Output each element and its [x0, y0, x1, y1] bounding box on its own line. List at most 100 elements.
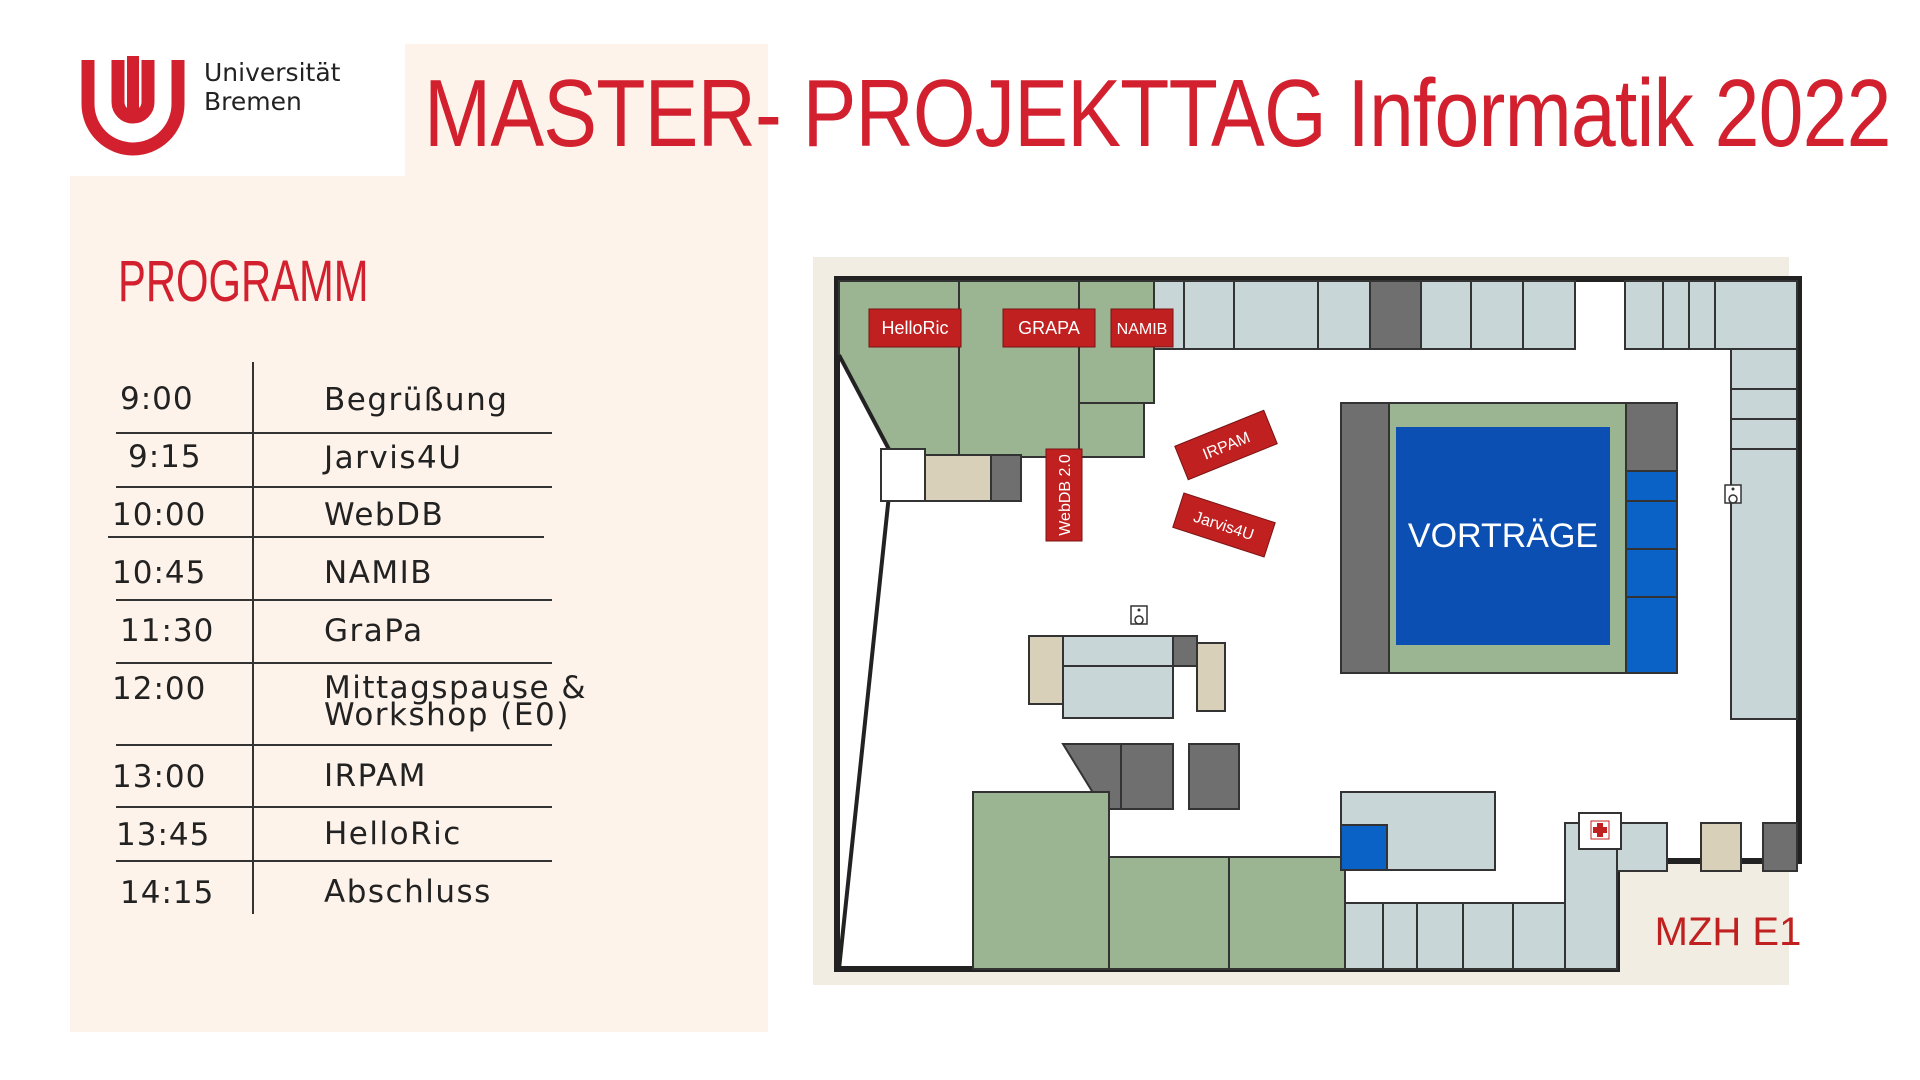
schedule-rule	[116, 432, 552, 434]
lecture-hall-blue	[1396, 427, 1610, 645]
room-gray	[1616, 822, 1668, 872]
tag-namib-label: NAMIB	[1117, 321, 1168, 338]
room-gray	[1714, 280, 1798, 350]
schedule-rule	[116, 860, 552, 862]
room-gray	[1183, 280, 1235, 350]
tag-grapa	[1002, 308, 1096, 348]
first-aid-icon	[1590, 820, 1610, 840]
schedule-time: 13:00	[112, 759, 207, 795]
schedule-title-continued: Workshop (E0)	[324, 697, 570, 733]
room-dark	[1369, 280, 1422, 350]
university-logo-icon	[81, 56, 185, 156]
schedule-time: 10:45	[112, 555, 207, 591]
room-gray	[1522, 280, 1576, 350]
lecture-hall-side-blue	[1625, 470, 1678, 502]
schedule-rule	[116, 806, 552, 808]
schedule-title: Mittagspause &	[324, 670, 588, 706]
lecture-hall-label: VORTRÄGE	[1408, 517, 1598, 555]
tag-webdb	[1045, 448, 1083, 542]
schedule-title: WebDB	[324, 497, 445, 533]
room-dark	[1172, 635, 1198, 667]
schedule-time: 10:00	[112, 497, 207, 533]
schedule-title: IRPAM	[324, 758, 427, 794]
schedule-rule	[116, 486, 552, 488]
room-gray	[1730, 348, 1798, 390]
room-gray	[1730, 388, 1798, 420]
room-green	[1108, 856, 1230, 970]
room-gray	[1344, 902, 1384, 970]
schedule-rule	[108, 536, 544, 538]
logo-line-2: Bremen	[204, 87, 302, 116]
room-gray	[1233, 280, 1319, 350]
schedule-rule	[116, 744, 552, 746]
tag-grapa-label: GRAPA	[1018, 318, 1080, 338]
schedule-time: 9:15	[128, 439, 202, 475]
room-gray	[1624, 280, 1664, 350]
room-gray	[1382, 902, 1418, 970]
stairs-room	[880, 448, 926, 502]
tag-jarvis	[1172, 492, 1276, 558]
stairs	[1196, 642, 1226, 712]
lecture-hall-side-blue	[1625, 596, 1678, 674]
tag-irpam	[1174, 409, 1278, 481]
program-panel	[70, 176, 768, 1032]
room-gray	[1470, 280, 1524, 350]
room-gray	[1462, 902, 1514, 970]
schedule-divider	[252, 362, 254, 914]
room-gray	[1730, 448, 1798, 720]
title-background	[405, 44, 768, 182]
logo-line-1: Universität	[204, 58, 341, 87]
schedule-time: 13:45	[116, 817, 211, 853]
floor-plan: VORTRÄGE	[813, 257, 1802, 985]
logo-text: Universität Bremen	[204, 58, 340, 116]
room-green	[972, 791, 1110, 970]
room-gray	[1317, 280, 1371, 350]
room-blue	[1340, 824, 1388, 871]
elevator-block	[1062, 635, 1174, 667]
schedule-time: 9:00	[120, 381, 194, 417]
tag-webdb-label: WebDB 2.0	[1057, 454, 1074, 536]
program-heading: PROGRAMM	[118, 249, 369, 314]
room-gray	[1416, 902, 1464, 970]
stairs	[924, 454, 992, 502]
room-gray	[1662, 280, 1690, 350]
stairs	[1700, 822, 1742, 872]
room-green	[958, 280, 1080, 458]
room-gray	[1420, 280, 1472, 350]
wheelchair-icon	[1724, 484, 1742, 504]
lecture-hall-side	[1340, 402, 1390, 674]
schedule-rule	[116, 599, 552, 601]
diagonal-wall	[837, 354, 895, 458]
room-green	[1228, 856, 1346, 970]
program-schedule: 9:00 Begrüßung 9:15 Jarvis4U 10:00 WebDB…	[108, 362, 586, 914]
tag-namib	[1110, 308, 1174, 348]
schedule-title: NAMIB	[324, 555, 434, 591]
stairs	[1028, 635, 1064, 705]
schedule-title: Begrüßung	[324, 382, 509, 418]
schedule-time: 14:15	[120, 875, 215, 911]
diagonal-wall	[837, 456, 895, 970]
schedule-rule	[116, 662, 552, 664]
schedule-title: Abschluss	[324, 874, 492, 910]
schedule-title: Jarvis4U	[324, 440, 463, 476]
room-dark	[1762, 822, 1798, 872]
room-dark	[1188, 743, 1240, 810]
lecture-hall-side-blue	[1625, 548, 1678, 598]
floor-plan-svg: VORTRÄGE	[834, 276, 1802, 972]
schedule-title: GraPa	[324, 613, 424, 649]
lecture-hall-side-blue	[1625, 500, 1678, 550]
room-gray	[1688, 280, 1716, 350]
schedule-time: 11:30	[120, 613, 215, 649]
room-gray	[1062, 665, 1174, 719]
page-title: MASTER- PROJEKTTAG Informatik 2022	[424, 60, 1891, 167]
schedule-time: 12:00	[112, 671, 207, 707]
schedule-title: HelloRic	[324, 816, 462, 852]
room-gray	[1730, 418, 1798, 450]
room-dark	[990, 454, 1022, 502]
wheelchair-icon	[1130, 605, 1148, 625]
room-gray	[1512, 902, 1566, 970]
floor-label: MZH E1	[1655, 910, 1802, 954]
room-dark	[1120, 743, 1174, 810]
tag-helloric-label: HelloRic	[881, 318, 948, 338]
tag-helloric	[868, 308, 962, 348]
